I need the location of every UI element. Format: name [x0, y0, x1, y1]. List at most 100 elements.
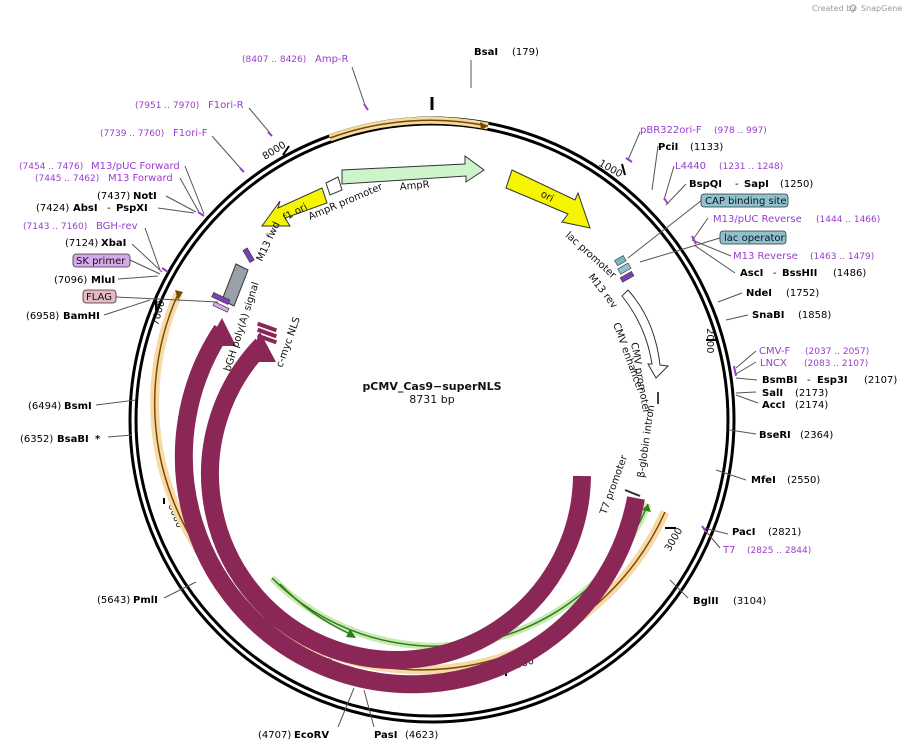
- primer-cmv-f[interactable]: CMV-F (2037 .. 2057): [759, 346, 869, 357]
- m13-fwd-label: M13 fwd: [255, 220, 283, 263]
- enzyme-paci[interactable]: PacI (2821): [732, 527, 801, 538]
- enzyme-bamhi[interactable]: (6958) BamHI: [26, 311, 100, 322]
- enzyme-bglii[interactable]: BglII (3104): [693, 596, 766, 607]
- enzyme-name: BseRI: [759, 430, 791, 441]
- enzyme-name: BsaBI: [57, 434, 89, 445]
- enzyme-bspqi[interactable]: BspQI - SapI (1250): [689, 179, 813, 190]
- enzyme-bsmbi[interactable]: BsmBI - Esp3I (2107): [762, 375, 897, 386]
- enzyme-pasi[interactable]: PasI (4623): [374, 730, 438, 741]
- enzyme-name: BamHI: [63, 311, 100, 322]
- primer-position: (978 .. 997): [714, 126, 767, 136]
- enzyme-bsabi[interactable]: (6352) BsaBI *: [20, 434, 101, 445]
- callout-cap: [627, 199, 703, 259]
- cas9-inner-arrowhead-icon: [248, 332, 276, 362]
- sk-primer-label: SK primer: [76, 256, 126, 267]
- enzyme-mlui[interactable]: (7096) MluI: [54, 275, 115, 286]
- enzyme-acci[interactable]: AccI (2174): [762, 400, 828, 411]
- enzyme-mfei[interactable]: MfeI (2550): [751, 475, 820, 486]
- enzyme-ndei[interactable]: NdeI (1752): [746, 288, 819, 299]
- enzyme-xbai[interactable]: (7124) XbaI: [65, 238, 126, 249]
- primer-mark: [663, 197, 669, 205]
- cas9-outer-feature: [174, 325, 645, 694]
- primer-name: T7: [722, 545, 735, 556]
- plasmid-length: 8731 bp: [409, 393, 454, 406]
- callout-bamhi: [103, 299, 151, 316]
- enzyme-name: BsmI: [64, 401, 92, 412]
- primer-position: (1463 .. 1479): [810, 252, 874, 262]
- enzyme-name: EcoRV: [294, 730, 329, 741]
- primer-m13-reverse[interactable]: M13 Reverse (1463 .. 1479): [733, 251, 874, 262]
- primer-name: M13/pUC Reverse: [713, 214, 802, 225]
- enzyme-absi[interactable]: (7424) AbsI - PspXI: [36, 203, 148, 214]
- lac-promoter-marker: [614, 255, 627, 267]
- enzyme-position: (4623): [405, 730, 438, 741]
- c-myc-nls-label: c-myc NLS: [274, 316, 302, 369]
- callout-f1ori-r: [248, 107, 271, 134]
- primer-bgh-rev[interactable]: (7143 .. 7160) BGH-rev: [23, 221, 138, 232]
- enzyme-name-2: PspXI: [116, 203, 148, 214]
- ori-label: ori: [539, 189, 556, 205]
- primer-name: L4440: [675, 161, 706, 172]
- boxed-lac-operator[interactable]: lac operator: [719, 230, 787, 245]
- enzyme-pmli[interactable]: (5643) PmlI: [97, 595, 158, 606]
- enzyme-bsai[interactable]: BsaI (179): [474, 47, 539, 58]
- enzyme-position: (3104): [733, 596, 766, 607]
- bgh-polya-feature: [221, 263, 249, 307]
- primer-name: Amp-R: [315, 54, 349, 65]
- tick-label-3000: 3000: [663, 526, 685, 554]
- enzyme-pcii[interactable]: PciI (1133): [658, 142, 723, 153]
- boxed-flag[interactable]: FLAG: [82, 289, 117, 304]
- primer-m13-puc-reverse[interactable]: M13/pUC Reverse (1444 .. 1466): [713, 214, 880, 225]
- callout-bspqi: [665, 183, 687, 206]
- enzyme-position: (2550): [787, 475, 820, 486]
- c-myc-nls-marker: [256, 321, 278, 333]
- callout-bglii: [669, 579, 689, 599]
- green-arc-highlight: [269, 502, 652, 650]
- primer-name: F1ori-F: [173, 128, 208, 139]
- primer-m13-puc-forward[interactable]: (7454 .. 7476) M13/pUC Forward: [19, 161, 180, 172]
- enzyme-sali[interactable]: SalI (2173): [762, 388, 828, 399]
- primer-l4440[interactable]: L4440 (1231 .. 1248): [675, 161, 783, 172]
- enzyme-name: BglII: [693, 596, 719, 607]
- enzyme-name: PciI: [658, 142, 678, 153]
- primer-lncx[interactable]: LNCX (2083 .. 2107): [760, 358, 868, 369]
- enzyme-position: (7124): [65, 238, 98, 249]
- primer-m13-forward[interactable]: (7445 .. 7462) M13 Forward: [35, 173, 173, 184]
- primer-amp-r[interactable]: (8407 .. 8426) Amp-R: [242, 54, 349, 65]
- cas9-inner-feature: [201, 338, 591, 669]
- primer-pbr322ori-f[interactable]: pBR322ori-F (978 .. 997): [640, 125, 767, 136]
- primer-mark: [239, 167, 245, 173]
- primer-f1ori-r[interactable]: (7951 .. 7970) F1ori-R: [135, 100, 244, 111]
- enzyme-name: AscI: [740, 268, 763, 279]
- callout-amp-r: [351, 66, 367, 109]
- enzyme-position: (2174): [795, 400, 828, 411]
- primer-position: (1444 .. 1466): [816, 215, 880, 225]
- cap-binding-site-box: [700, 193, 789, 208]
- enzyme-snabi[interactable]: SnaBI (1858): [752, 310, 831, 321]
- enzyme-ecorv[interactable]: (4707) EcoRV: [258, 730, 329, 741]
- outer-arc-arrowhead-icon: [175, 290, 183, 300]
- boxed-sk-primer[interactable]: SK primer: [72, 253, 131, 268]
- primer-name: F1ori-R: [208, 100, 244, 111]
- enzyme-asci[interactable]: AscI - BssHII (1486): [740, 268, 866, 279]
- backbone-inner-ring: [134, 122, 730, 718]
- enzyme-noti[interactable]: (7437) NotI: [97, 191, 157, 202]
- primer-t7[interactable]: T7 (2825 .. 2844): [722, 545, 811, 556]
- green-arc-arrowhead-icon: [642, 504, 651, 512]
- enzyme-position: (1486): [833, 268, 866, 279]
- cas9-outer-label: Cas9: [337, 593, 364, 611]
- tick-mark: [282, 145, 290, 156]
- primer-f1ori-f[interactable]: (7739 .. 7760) F1ori-F: [100, 128, 208, 139]
- enzyme-position: (1752): [786, 288, 819, 299]
- lac-operator-label: lac operator: [724, 233, 785, 244]
- callout-m13-puc-rev: [693, 217, 709, 239]
- enzyme-name: MfeI: [751, 475, 776, 486]
- enzyme-name: BsmBI: [762, 375, 797, 386]
- enzyme-name: AccI: [762, 400, 785, 411]
- boxed-cap-binding-site[interactable]: CAP binding site: [700, 193, 789, 208]
- primer-name: M13 Forward: [108, 173, 173, 184]
- primer-name: M13/pUC Forward: [91, 161, 180, 172]
- enzyme-bsmi[interactable]: (6494) BsmI: [28, 401, 92, 412]
- enzyme-name-2: Esp3I: [817, 375, 848, 386]
- enzyme-bseri[interactable]: BseRI (2364): [759, 430, 833, 441]
